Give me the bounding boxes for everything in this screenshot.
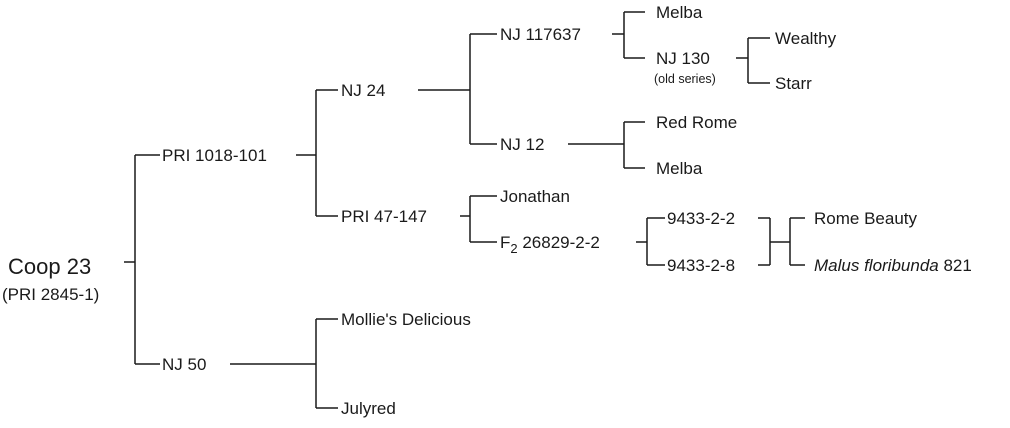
node-nj-130: NJ 130 bbox=[656, 49, 710, 68]
connector-9433 bbox=[758, 217, 805, 266]
connector-nj12 bbox=[568, 121, 645, 169]
node-wealthy: Wealthy bbox=[775, 29, 837, 48]
connector-pri1018 bbox=[296, 89, 338, 217]
malus-species: Malus floribunda bbox=[814, 256, 939, 275]
connector-nj117637 bbox=[612, 11, 645, 59]
node-coop-23-alias: (PRI 2845-1) bbox=[2, 285, 99, 304]
node-mollies-delicious: Mollie's Delicious bbox=[341, 310, 471, 329]
connector-f2 bbox=[636, 217, 665, 266]
connector-pri47 bbox=[460, 195, 497, 243]
node-melba-2: Melba bbox=[656, 159, 703, 178]
node-nj-50: NJ 50 bbox=[162, 355, 206, 374]
node-f2-26829-2-2: F2 26829-2-2 bbox=[500, 233, 600, 256]
f2-prefix: F bbox=[500, 233, 510, 252]
node-jonathan: Jonathan bbox=[500, 187, 570, 206]
node-coop-23: Coop 23 bbox=[8, 254, 91, 279]
malus-number: 821 bbox=[939, 256, 972, 275]
node-9433-2-8: 9433-2-8 bbox=[667, 256, 735, 275]
node-melba-1: Melba bbox=[656, 3, 703, 22]
connector-nj50 bbox=[230, 318, 338, 409]
node-pri-47-147: PRI 47-147 bbox=[341, 207, 427, 226]
node-nj-24: NJ 24 bbox=[341, 81, 385, 100]
node-malus-floribunda-821: Malus floribunda 821 bbox=[814, 256, 972, 275]
connector-nj130 bbox=[736, 37, 770, 84]
f2-subscript: 2 bbox=[510, 241, 517, 256]
pedigree-connectors bbox=[124, 11, 805, 409]
node-nj-117637: NJ 117637 bbox=[500, 25, 581, 44]
node-nj-12: NJ 12 bbox=[500, 135, 544, 154]
node-nj-130-note: (old series) bbox=[654, 72, 716, 86]
pedigree-labels: Coop 23 (PRI 2845-1) PRI 1018-101 NJ 50 … bbox=[2, 3, 972, 418]
connector-coop23 bbox=[124, 154, 160, 365]
node-red-rome: Red Rome bbox=[656, 113, 737, 132]
connector-nj24 bbox=[418, 33, 497, 145]
node-julyred: Julyred bbox=[341, 399, 396, 418]
node-pri-1018-101: PRI 1018-101 bbox=[162, 146, 267, 165]
f2-id: 26829-2-2 bbox=[518, 233, 600, 252]
node-starr: Starr bbox=[775, 74, 812, 93]
node-rome-beauty: Rome Beauty bbox=[814, 209, 917, 228]
node-9433-2-2: 9433-2-2 bbox=[667, 209, 735, 228]
